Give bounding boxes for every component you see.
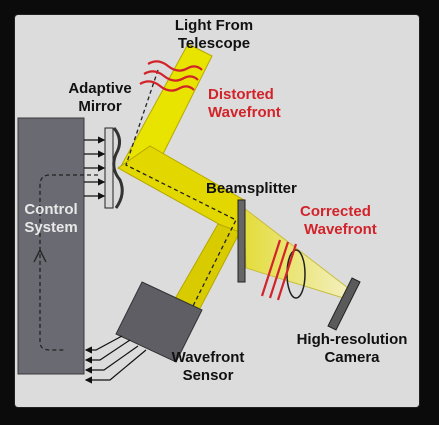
adaptive-mirror-label-line2: Mirror bbox=[78, 98, 122, 115]
camera-label-line2: Camera bbox=[324, 349, 380, 366]
camera-sensor-plate bbox=[327, 277, 361, 331]
wavefront-sensor-box bbox=[115, 281, 203, 363]
control-system-box bbox=[17, 117, 85, 375]
wavefront-sensor-label-line1: Wavefront bbox=[172, 349, 245, 366]
corrected-wavefront-label-line1: Corrected bbox=[300, 203, 371, 220]
distorted-wavefront-label-line1: Distorted bbox=[208, 86, 274, 103]
distorted-wavefront-lines bbox=[139, 60, 203, 92]
wavefront-sensor-label-line2: Sensor bbox=[183, 367, 234, 384]
corrected-wavefront-lines bbox=[260, 239, 298, 301]
control-system-label-line1: Control bbox=[24, 201, 77, 218]
beamsplitter-plate bbox=[237, 199, 246, 283]
light-source-label-line1: Light From bbox=[175, 17, 253, 34]
distorted-wavefront-label-line2: Wavefront bbox=[208, 104, 281, 121]
camera-label-line1: High-resolution bbox=[297, 331, 408, 348]
beamsplitter-label: Beamsplitter bbox=[206, 180, 297, 197]
adaptive-mirror-surface bbox=[112, 127, 124, 209]
control-loop-dashed bbox=[39, 174, 98, 351]
adaptive-mirror-label-line1: Adaptive bbox=[68, 80, 131, 97]
corrected-wavefront-label-line2: Wavefront bbox=[304, 221, 377, 238]
light-source-label-line2: Telescope bbox=[178, 35, 250, 52]
actuator-arrows bbox=[84, 136, 106, 200]
adaptive-mirror-mount bbox=[104, 127, 114, 209]
control-system-label-line2: System bbox=[24, 219, 77, 236]
sensor-signal-arrows bbox=[84, 335, 147, 384]
control-loop-arrowhead bbox=[33, 248, 47, 263]
optical-path-dashed bbox=[125, 69, 237, 313]
